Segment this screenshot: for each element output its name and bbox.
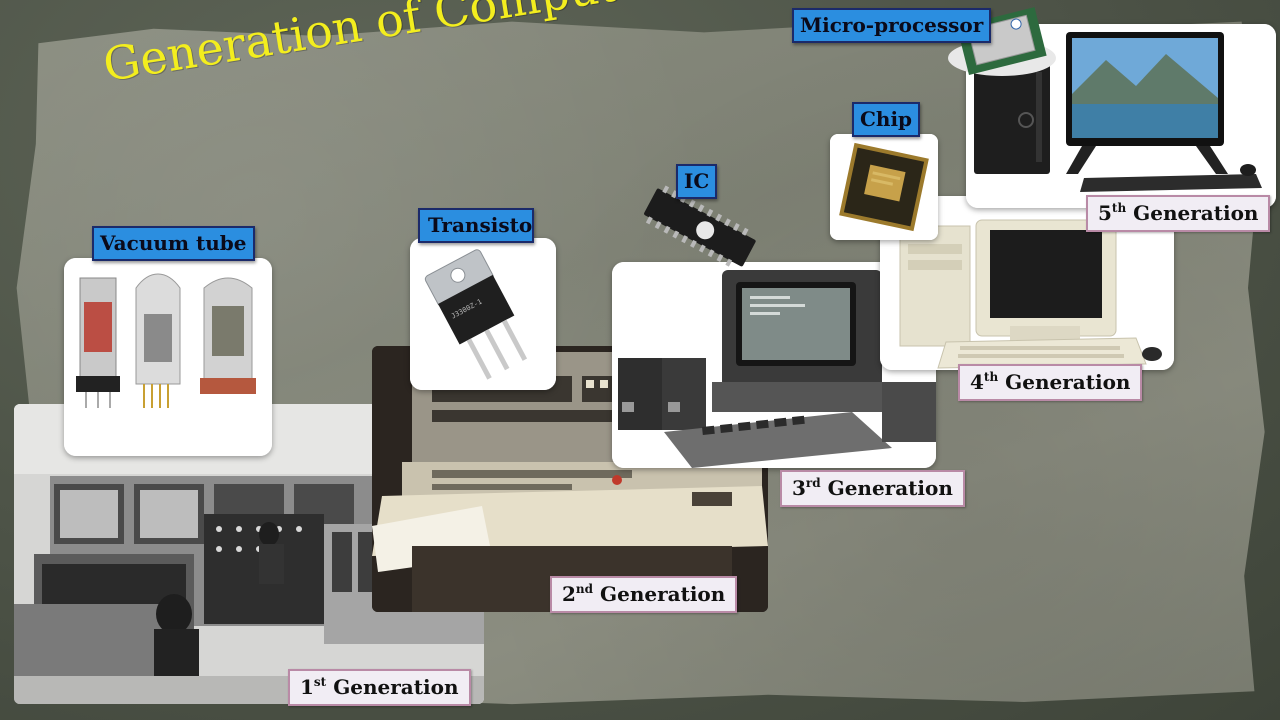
dell-all-in-one-photo [966, 24, 1276, 208]
transistor-label: Transistor [418, 208, 534, 243]
generation-2-label: 2nd Generation [550, 576, 738, 613]
microprocessor-label: Micro-processor [792, 8, 992, 43]
ic-chip-photo [634, 176, 762, 286]
cpu-chip-photo [830, 134, 938, 240]
vacuum-tubes-photo [64, 258, 272, 456]
generation-4-label: 4th Generation [958, 364, 1143, 401]
ic-label: IC [676, 164, 718, 199]
generation-3-label: 3rd Generation [780, 470, 965, 507]
transistor-photo: J3300Z-1 [410, 238, 556, 390]
chip-label: Chip [852, 102, 921, 137]
generation-5-label: 5th Generation [1086, 195, 1271, 232]
generation-1-label: 1st Generation [288, 669, 471, 706]
vacuum-tube-label: Vacuum tube [92, 226, 255, 261]
